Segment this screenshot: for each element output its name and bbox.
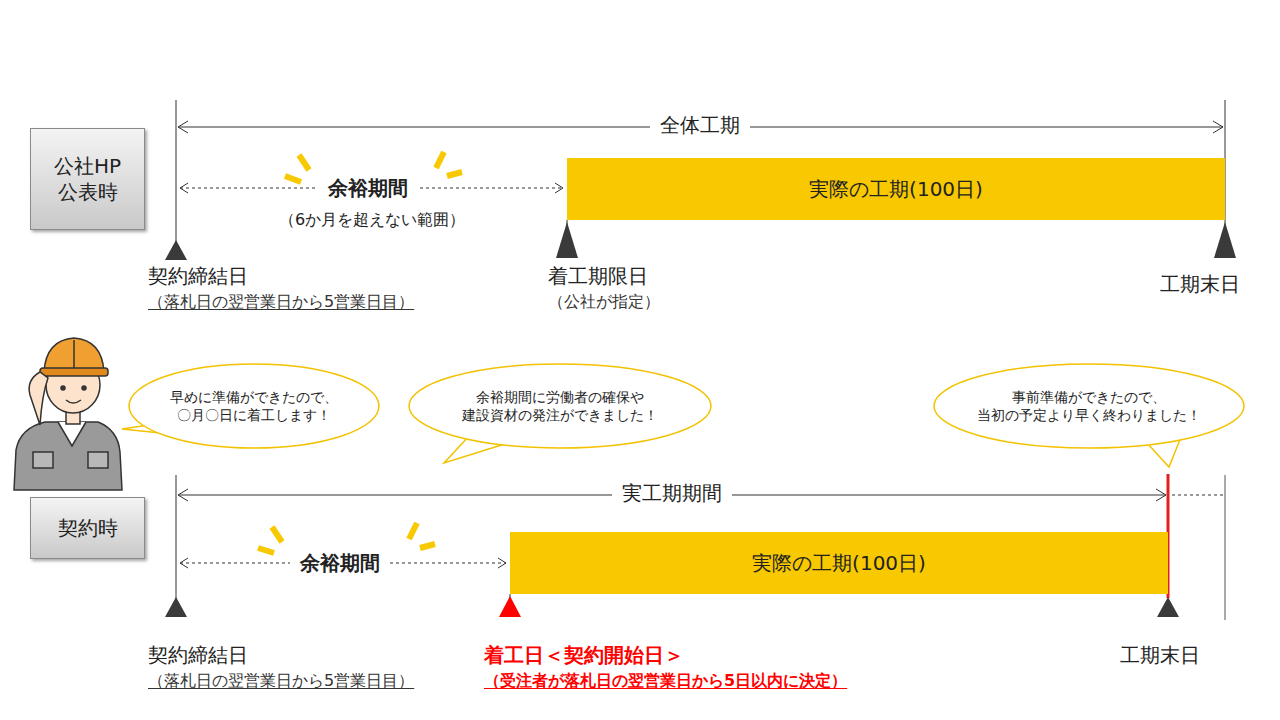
box-text: 実際の工期(100日) bbox=[809, 176, 983, 202]
stage-label-box: 公社HP 公表時 bbox=[30, 128, 145, 230]
milestone-label: 契約締結日 bbox=[148, 643, 248, 667]
start-triangle bbox=[499, 596, 521, 617]
speech-text: 早めに準備ができたので、 〇月〇日に着工します！ bbox=[156, 388, 352, 424]
bubble-ellipse bbox=[409, 364, 711, 448]
milestone-label: 工期末日 bbox=[1120, 643, 1200, 667]
bubble-outline bbox=[128, 363, 380, 449]
box-text: 契約時 bbox=[58, 515, 118, 541]
slack-label: 余裕期間 bbox=[290, 551, 390, 575]
speech-bubble: 早めに準備ができたので、 〇月〇日に着工します！ bbox=[128, 363, 380, 449]
note-label: （落札日の翌営業日から5営業日目） bbox=[148, 671, 414, 690]
start-label: 着工日＜契約開始日＞ bbox=[484, 643, 684, 667]
speech-text: 事前準備ができたので、 当初の予定より早く終わりました！ bbox=[961, 388, 1217, 424]
note-label: （落札日の翌営業日から5営業日目） bbox=[148, 292, 414, 311]
speech-text: 余裕期間に労働者の確保や 建設資材の発注ができました！ bbox=[436, 388, 684, 424]
period-bar: 実際の工期(100日) bbox=[510, 532, 1168, 594]
milestone-label: 工期末日 bbox=[1160, 272, 1240, 296]
slack-label: 余裕期間 bbox=[318, 176, 418, 200]
note-label: （6か月を超えない範囲） bbox=[279, 210, 465, 229]
span-label: 実工期期間 bbox=[612, 481, 732, 505]
bubble-outline bbox=[933, 363, 1245, 449]
box-text: 公社HP 公表時 bbox=[43, 153, 132, 205]
note-label: （公社が指定） bbox=[548, 292, 660, 311]
bubble-ellipse bbox=[129, 364, 379, 448]
bubble-outline bbox=[408, 363, 712, 449]
milestone-label: 契約締結日 bbox=[148, 264, 248, 288]
speech-bubble: 余裕期間に労働者の確保や 建設資材の発注ができました！ bbox=[408, 363, 712, 449]
speech-bubble: 事前準備ができたので、 当初の予定より早く終わりました！ bbox=[933, 363, 1245, 449]
box-text: 実際の工期(100日) bbox=[752, 550, 926, 576]
period-bar: 実際の工期(100日) bbox=[567, 158, 1225, 220]
bubble-ellipse bbox=[934, 364, 1244, 448]
worker-illustration bbox=[14, 338, 122, 490]
note-label: （受注者が落札日の翌営業日から5日以内に決定） bbox=[484, 671, 847, 690]
stage-label-box: 契約時 bbox=[30, 497, 145, 559]
guide-lines bbox=[176, 100, 1225, 620]
span-label: 全体工期 bbox=[650, 113, 750, 137]
milestone-label: 着工期限日 bbox=[548, 264, 648, 288]
